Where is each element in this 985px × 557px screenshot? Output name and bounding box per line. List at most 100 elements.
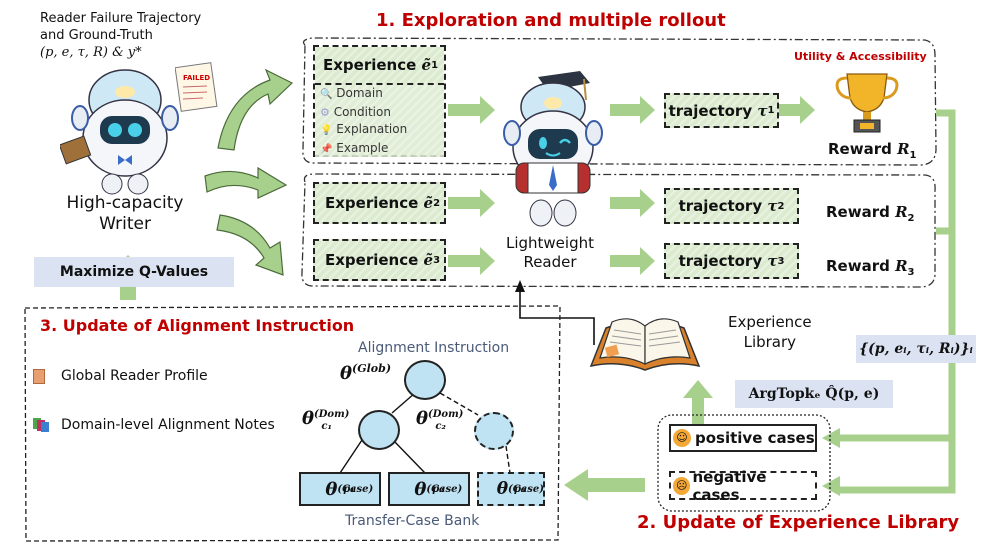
reader-label: Lightweight Reader — [500, 234, 600, 272]
dom-c2-label: θ(Dom)c₂ — [416, 408, 463, 432]
case-node-p1: θ(Case)p₁ — [299, 472, 381, 506]
dom-c1-sub: c₁ — [321, 420, 332, 432]
reward-2: Reward R2 — [826, 203, 915, 224]
writer-arrow-up — [217, 68, 294, 151]
writer-label: High-capacity Writer — [65, 193, 185, 235]
to-negative-arrowhead — [822, 476, 840, 496]
field-explanation: 💡 Explanation — [320, 121, 444, 140]
reward-3-sub: 3 — [907, 267, 915, 278]
writer-label-line-1: High-capacity — [66, 193, 184, 213]
case-node-p2: θ(Case)p₂ — [388, 472, 470, 506]
tree-edge-glob-c1 — [391, 392, 416, 414]
field-explanation-label: Explanation — [336, 122, 408, 136]
gear-icon: ⚙ — [320, 105, 330, 119]
failed-report-icon: FAILED — [175, 62, 218, 112]
field-example: 📌 Example — [320, 140, 444, 159]
trajectory-1-sub: 1 — [767, 105, 775, 116]
trajectory-1-label: trajectory — [668, 101, 753, 120]
exp3-to-reader-arrow — [448, 247, 495, 275]
experience-3-symbol: ẽ — [423, 251, 434, 269]
exp1-to-reader-arrow — [448, 96, 495, 124]
worried-face-icon: ☹ — [673, 476, 691, 495]
tree-node-global — [404, 360, 446, 400]
experience-fields: 🔍 Domain ⚙ Condition 💡 Explanation 📌 Exa… — [315, 85, 444, 157]
svg-text:FAILED: FAILED — [183, 74, 210, 82]
negative-cases-box: ☹negative cases — [669, 468, 817, 504]
utility-accessibility-label: Utility & Accessibility — [794, 50, 927, 63]
cases-to-library-arrow — [683, 380, 713, 425]
stage2-title: 2. Update of Experience Library — [637, 512, 960, 533]
reader-to-traj2-arrow — [610, 189, 655, 217]
experience-2-symbol: ẽ — [423, 194, 434, 212]
reward-3-label: Reward — [826, 257, 890, 275]
case-p2-sup: (Case) — [426, 483, 463, 495]
writer-caption-math: (p, e, τ, R) & y* — [40, 45, 142, 60]
domain-notes-item: Domain-level Alignment Notes — [33, 417, 275, 433]
tree-edge-c2-p3 — [505, 445, 511, 474]
experience-3-label: Experience — [325, 251, 419, 269]
tree-edge-c1-p2 — [392, 439, 426, 474]
pushpin-icon: 📌 — [320, 143, 333, 155]
traj1-to-reward-arrow — [770, 96, 815, 124]
experience-1-sub: 1 — [431, 59, 439, 71]
exp2-to-reader-arrow — [448, 189, 495, 217]
glob-theta-label: θ(Glob) — [340, 362, 391, 384]
writer-caption-line-1: Reader Failure Trajectory — [40, 11, 202, 26]
writer-arrow-down — [216, 214, 284, 276]
tuple-set-label: {(p, eᵢ, τᵢ, Rᵢ)}ᵢ — [856, 335, 976, 363]
trajectory-2-label: trajectory — [678, 197, 763, 215]
trajectory-3-label: trajectory — [678, 252, 763, 270]
dom-c2-sup: (Dom) — [428, 409, 464, 420]
reward-3: Reward R3 — [826, 257, 915, 278]
rollout-group-23-outline — [301, 173, 936, 288]
writer-caption-line-2: and Ground-Truth — [40, 28, 153, 43]
reward-1-sub: 1 — [909, 150, 917, 161]
case-p2-theta: θ — [414, 478, 427, 500]
trophy-icon — [835, 73, 899, 133]
stacked-notes-icon — [33, 418, 49, 432]
experience-library-book-icon — [589, 318, 701, 371]
domain-notes-label: Domain-level Alignment Notes — [61, 417, 275, 433]
positive-cases-box: ☺positive cases — [669, 424, 817, 452]
field-domain-label: Domain — [336, 86, 383, 100]
trajectory-2-symbol: τ — [767, 197, 778, 215]
tree-node-domain-c2 — [474, 412, 514, 450]
stage3-title: 3. Update of Alignment Instruction — [40, 316, 355, 335]
writer-label-line-2: Writer — [99, 214, 151, 234]
tree-edge-glob-c2 — [439, 392, 479, 416]
tree-edge-c1-p1 — [339, 439, 363, 474]
reader-to-traj3-arrow — [610, 247, 655, 275]
dom-c1-theta: θ — [302, 408, 315, 429]
field-domain: 🔍 Domain — [320, 85, 444, 104]
field-condition-label: Condition — [333, 104, 391, 119]
maximize-q-values-badge: Maximize Q-Values — [34, 257, 234, 287]
tree-node-domain-c1 — [358, 410, 400, 450]
glob-sup: (Glob) — [352, 362, 392, 375]
trajectory-1-symbol: τ — [757, 101, 768, 120]
field-condition: ⚙ Condition — [320, 104, 444, 122]
global-reader-profile-item: Global Reader Profile — [33, 368, 208, 384]
case-p1-sub: p₁ — [343, 483, 355, 495]
stage1-title: 1. Exploration and multiple rollout — [376, 10, 726, 31]
case-p3-theta: θ — [496, 479, 509, 499]
library-to-reader-line — [519, 290, 595, 345]
negative-cases-label: negative cases — [692, 467, 767, 504]
case-p3-sub: p₃ — [513, 483, 526, 495]
reward-3-symbol: R — [895, 257, 908, 275]
lightbulb-icon: 💡 — [320, 125, 333, 136]
clipboard-icon — [33, 368, 45, 384]
library-label-line-2: Library — [743, 333, 797, 351]
reader-label-line-2: Reader — [523, 253, 577, 271]
experience-2-sub: 2 — [433, 197, 441, 209]
field-example-label: Example — [336, 140, 389, 155]
transfer-case-bank-label: Transfer-Case Bank — [345, 513, 480, 529]
case-p3-sup: (Case) — [508, 483, 544, 495]
case-p1-theta: θ — [325, 478, 338, 500]
